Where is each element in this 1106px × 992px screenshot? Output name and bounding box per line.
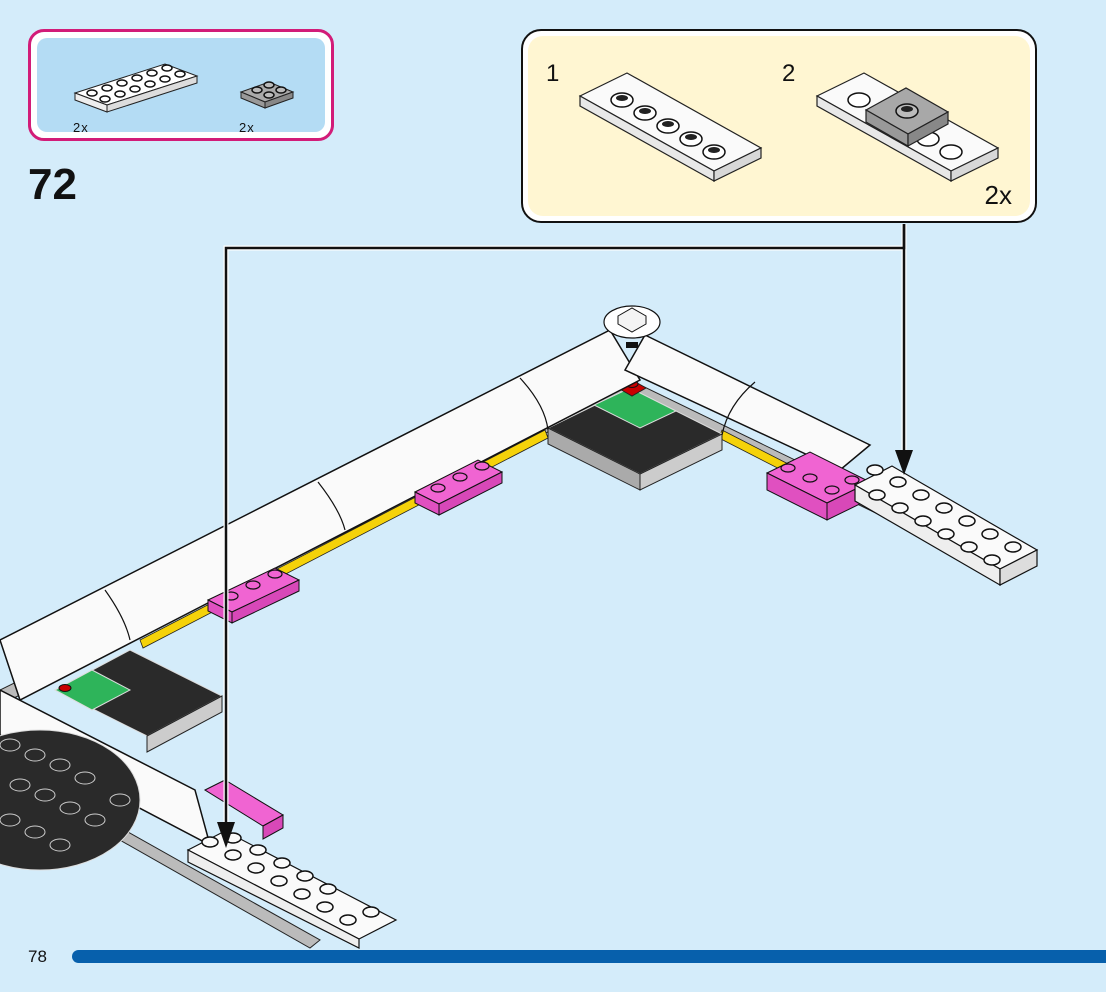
tile-square-upper: [546, 379, 724, 491]
white-plate-target-left: [186, 830, 398, 949]
part-quantity: 2x: [239, 120, 255, 135]
page-progress-bar: [72, 950, 1106, 963]
pink-plate: [413, 459, 504, 516]
white-plate-target-right: [853, 464, 1039, 587]
placement-arrow-lines: [217, 224, 913, 848]
step-number: 72: [28, 160, 77, 209]
plate-with-grey-tile-icon: [815, 72, 1000, 183]
parts-illustrations: [73, 63, 295, 113]
pink-plate: [206, 567, 301, 624]
sub-step-label: 1: [546, 60, 560, 87]
sub-assembly-panel: 1 2: [528, 36, 1030, 216]
page-number: 78: [28, 947, 47, 966]
arrow-head-down-icon: [895, 450, 913, 475]
sub-assembly-callout: 1 2: [521, 29, 1037, 223]
parts-list-panel: 2x 2x: [37, 38, 325, 135]
part-quantity: 2x: [73, 120, 89, 135]
parts-list-callout: 2x 2x: [28, 29, 334, 141]
dark-round-plate: [0, 729, 141, 871]
sub-assembly-multiplier: 2x: [984, 180, 1012, 210]
plate-2x2-grey-icon: [239, 81, 295, 109]
sub-step-label: 2: [782, 60, 796, 87]
arrow-head-down-icon: [217, 822, 235, 848]
white-tube-rails: [0, 329, 872, 847]
sub-assembly-illustrations: [578, 72, 1000, 183]
plate-2x6-white-icon: [73, 63, 199, 113]
pink-plate: [203, 779, 285, 840]
plate-1x6-with-holes-icon: [578, 72, 763, 183]
pink-plates: [203, 451, 872, 840]
heart-tile-connector: [603, 305, 661, 348]
tile-square-lower: [53, 649, 224, 753]
